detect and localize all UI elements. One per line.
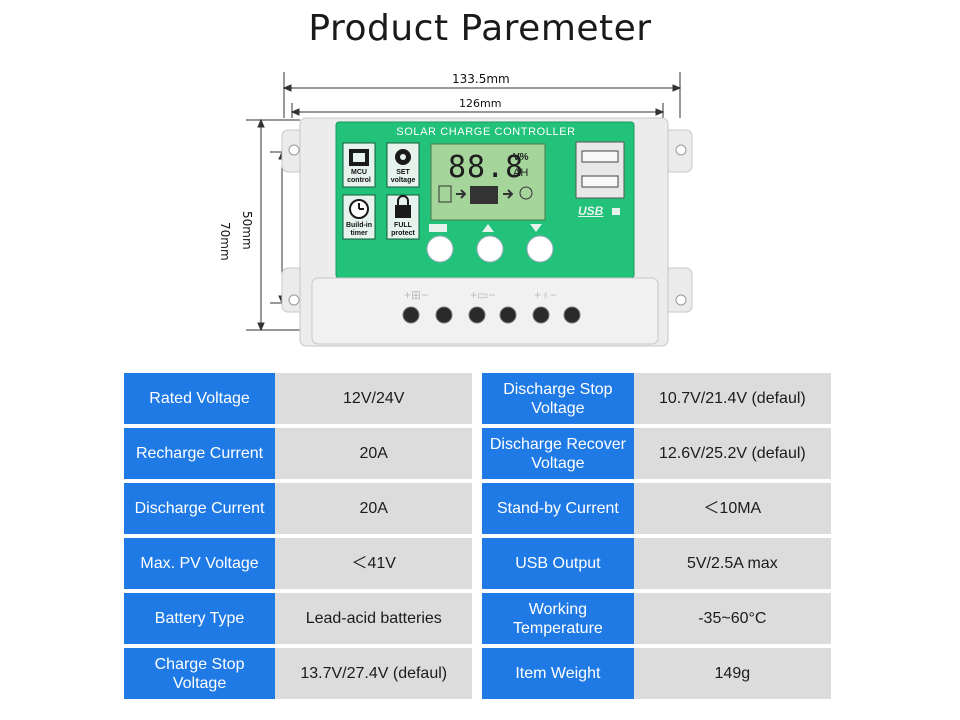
lcd-unit-bottom: AH	[513, 167, 529, 179]
spec-label: USB Output	[482, 534, 634, 589]
inner-height-label: 50mm	[240, 211, 254, 250]
spec-value: 10.7V/21.4V (defaul)	[633, 373, 831, 424]
inner-width-label: 126mm	[459, 97, 502, 110]
spec-value: 13.7V/27.4V (defaul)	[275, 644, 473, 699]
column-gap	[472, 479, 483, 534]
spec-label: Discharge Current	[124, 479, 276, 534]
terminal-load-symbol: +♁−	[534, 288, 558, 302]
usb-label: USB	[578, 204, 604, 218]
dimension-lines	[246, 72, 682, 332]
spec-value: 5V/2.5A max	[633, 534, 831, 589]
controller-drawing	[246, 72, 693, 347]
spec-label: Max. PV Voltage	[124, 534, 276, 589]
feature-protect-line1: FULL	[394, 222, 412, 229]
column-gap	[472, 644, 483, 699]
spec-value: 149g	[633, 644, 831, 699]
feature-set-line2: voltage	[390, 177, 416, 184]
feature-mcu-line1: MCU	[351, 169, 367, 176]
table-row: Discharge Current 20A Stand-by Current ＜…	[124, 479, 831, 534]
feature-timer-line2: timer	[350, 230, 368, 237]
spec-value: 12.6V/25.2V (defaul)	[633, 424, 831, 479]
feature-protect-line2: protect	[391, 230, 415, 237]
spec-label: Working Temperature	[482, 589, 634, 644]
spec-value: -35~60°C	[633, 589, 831, 644]
column-gap	[472, 534, 483, 589]
outer-width-label: 133.5mm	[452, 72, 510, 86]
product-diagram: 133.5mm 126mm 70mm 50mm SOLAR CHARGE CON…	[218, 72, 693, 347]
lcd-digits: 88.8	[448, 150, 525, 185]
page-title: Product Paremeter	[308, 8, 652, 49]
spec-table: Rated Voltage 12V/24V Discharge Stop Vol…	[124, 373, 831, 699]
table-row: Battery Type Lead-acid batteries Working…	[124, 589, 831, 644]
table-row: Charge Stop Voltage 13.7V/27.4V (defaul)…	[124, 644, 831, 699]
spec-value: 12V/24V	[275, 373, 473, 424]
terminal-screws	[402, 306, 581, 324]
lcd-unit-top: V%	[513, 152, 529, 163]
spec-label: Battery Type	[124, 589, 276, 644]
outer-height-label: 70mm	[218, 222, 232, 261]
feature-set-line1: SET	[396, 169, 410, 176]
column-gap	[472, 424, 483, 479]
spec-label: Recharge Current	[124, 424, 276, 479]
spec-label: Charge Stop Voltage	[124, 644, 276, 699]
table-row: Max. PV Voltage ＜41V USB Output 5V/2.5A …	[124, 534, 831, 589]
spec-value: ＜10MA	[633, 479, 831, 534]
spec-label: Discharge Stop Voltage	[482, 373, 634, 424]
table-row: Recharge Current 20A Discharge Recover V…	[124, 424, 831, 479]
feature-mcu-line2: control	[347, 177, 371, 184]
column-gap	[472, 373, 483, 424]
spec-label: Item Weight	[482, 644, 634, 699]
spec-label: Stand-by Current	[482, 479, 634, 534]
table-row: Rated Voltage 12V/24V Discharge Stop Vol…	[124, 373, 831, 424]
panel-title: SOLAR CHARGE CONTROLLER	[396, 126, 576, 138]
spec-value: 20A	[275, 424, 473, 479]
feature-timer-line1: Build-in	[345, 222, 373, 229]
spec-label: Rated Voltage	[124, 373, 276, 424]
spec-label: Discharge Recover Voltage	[482, 424, 634, 479]
column-gap	[472, 589, 483, 644]
spec-value: 20A	[275, 479, 473, 534]
terminal-pv-symbol: +⊞−	[404, 288, 429, 302]
spec-value: Lead-acid batteries	[275, 589, 473, 644]
terminal-battery-symbol: +▭−	[470, 288, 496, 302]
spec-value: ＜41V	[275, 534, 473, 589]
